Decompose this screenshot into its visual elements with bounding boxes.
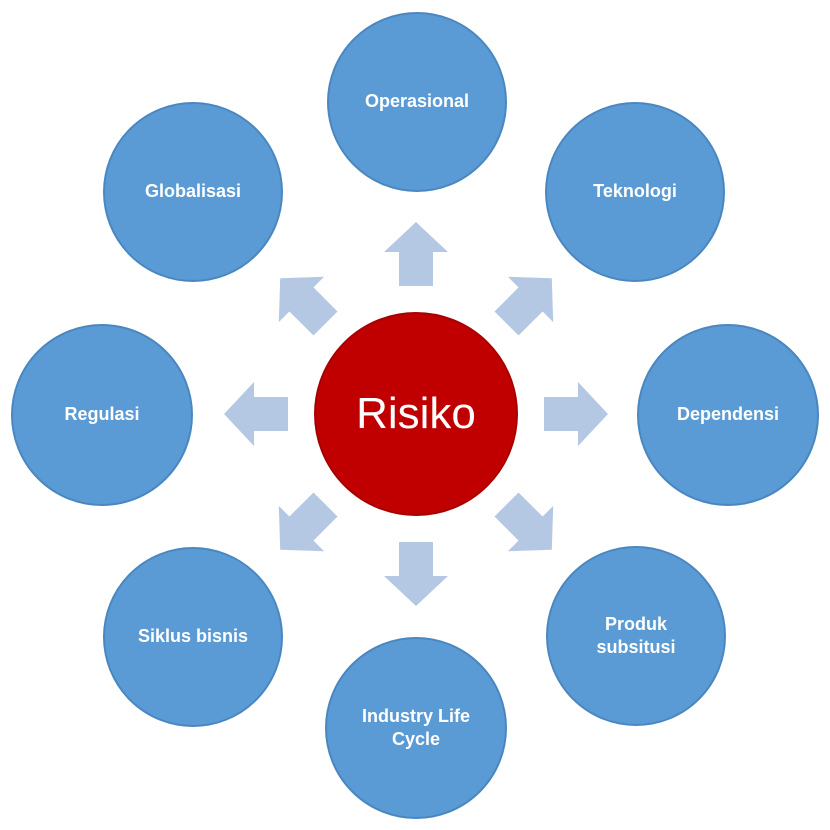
node-label: Produk subsitusi <box>596 613 676 657</box>
node-dependensi: Dependensi <box>637 324 819 506</box>
arrow-up-icon <box>384 222 448 286</box>
arrow-up-left-icon <box>278 276 338 336</box>
node-globalisasi: Globalisasi <box>103 102 283 282</box>
center-node-risiko: Risiko <box>314 312 518 516</box>
arrow-right-icon <box>544 382 608 446</box>
node-label: Teknologi <box>593 181 677 202</box>
center-label: Risiko <box>356 389 476 438</box>
arrow-down-icon <box>384 542 448 606</box>
node-industry-life-cycle: Industry Life Cycle <box>325 637 507 819</box>
node-siklus-bisnis: Siklus bisnis <box>103 547 283 727</box>
node-operasional: Operasional <box>327 12 507 192</box>
node-label: Globalisasi <box>144 181 242 202</box>
node-label: Industry Life Cycle <box>361 705 470 749</box>
node-label: Regulasi <box>64 404 140 425</box>
node-label: Operasional <box>364 91 470 112</box>
arrow-down-right-icon <box>494 492 554 552</box>
node-label: Dependensi <box>676 404 780 425</box>
arrow-up-right-icon <box>494 276 554 336</box>
arrow-down-left-icon <box>278 492 338 552</box>
node-produk-subsitusi: Produk subsitusi <box>546 546 726 726</box>
node-label: Siklus bisnis <box>137 626 249 647</box>
node-regulasi: Regulasi <box>11 324 193 506</box>
arrow-left-icon <box>224 382 288 446</box>
node-teknologi: Teknologi <box>545 102 725 282</box>
